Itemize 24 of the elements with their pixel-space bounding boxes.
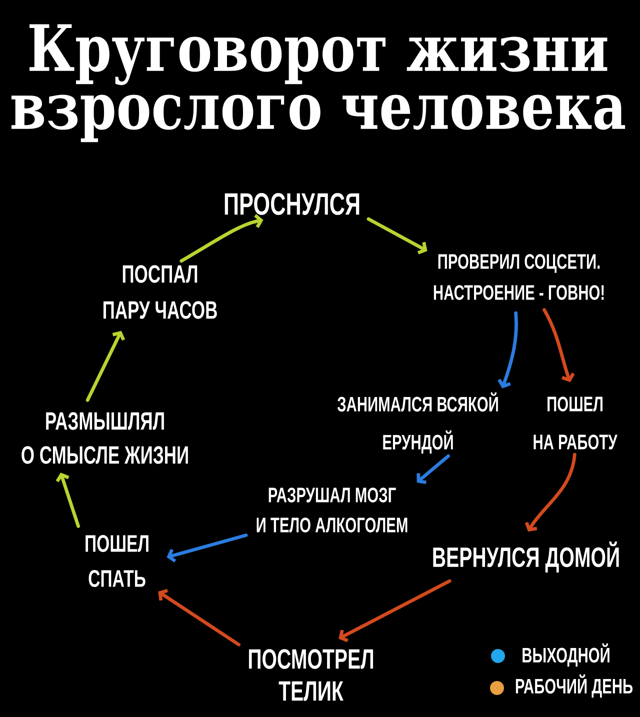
arrow — [180, 214, 264, 263]
legend-label: РАБОЧИЙ ДЕНЬ — [516, 674, 633, 698]
step-text: ПОШЕЛ НА РАБОТУ — [534, 396, 618, 450]
arrow — [542, 308, 575, 382]
step-text: РАЗРУШАЛ МОЗГ И ТЕЛО АЛКОГОЛЕМ — [256, 488, 408, 532]
legend-label: ВЫХОДНОЙ — [522, 643, 610, 667]
arrow — [366, 217, 428, 254]
step-text: ПОСПАЛ ПАРУ ЧАСОВ — [104, 265, 217, 319]
title: Круговорот жизни взрослого человека — [11, 24, 626, 142]
arrow — [524, 452, 576, 532]
arrow — [338, 579, 452, 642]
step-text: ПОСМОТРЕЛ ТЕЛИК — [248, 649, 374, 701]
arrow — [416, 454, 450, 484]
step-text: ЗАНИМАЛСЯ ВСЯКОЙ ЕРУНДОЙ — [337, 392, 498, 454]
arrow — [498, 311, 518, 388]
step-text: ПРОВЕРИЛ СОЦСЕТИ. НАСТРОЕНИЕ - ГОВНО! — [434, 254, 604, 300]
arrow — [166, 534, 248, 563]
step-text: ПРОСНУЛСЯ — [224, 193, 360, 215]
step-text: ВЕРНУЛСЯ ДОМОЙ — [433, 542, 619, 572]
step-text: РАЗМЫШЛЯЛ О СМЫСЛЕ ЖИЗНИ — [22, 412, 188, 464]
step-text: ПОШЕЛ СПАТЬ — [86, 535, 148, 587]
arrow — [56, 472, 80, 528]
arrow — [86, 330, 126, 402]
arrow — [158, 588, 240, 646]
